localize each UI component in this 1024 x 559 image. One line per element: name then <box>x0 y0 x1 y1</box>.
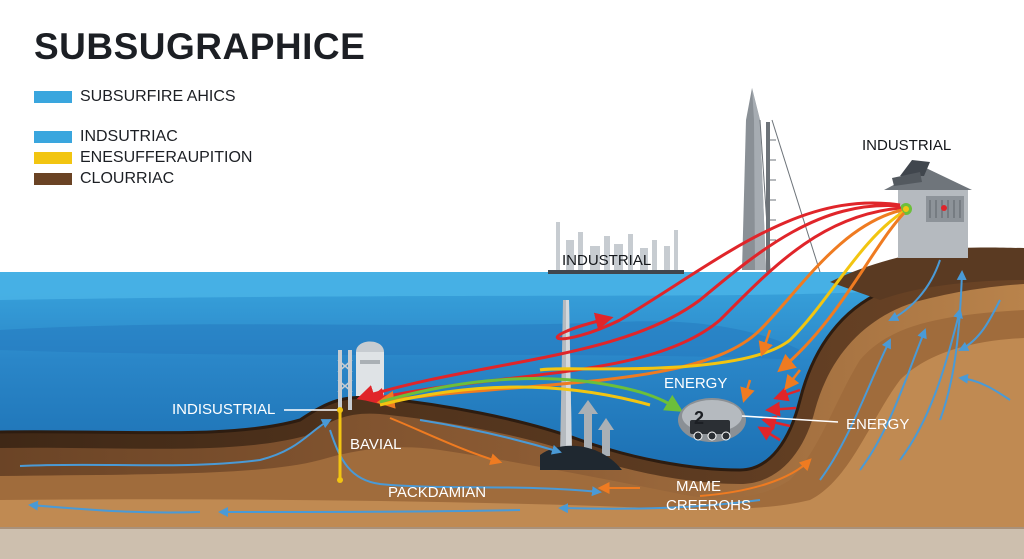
flow-line-yellow <box>539 210 904 372</box>
legend-swatch <box>34 91 72 103</box>
offshore-rig <box>337 341 384 410</box>
label-indisustrial: INDISUSTRIAL <box>172 401 276 418</box>
sea-mid-band <box>0 321 800 360</box>
label-bavial: BAVIAL <box>350 436 402 453</box>
legend-item: ENESUFFERAUPITION <box>34 149 252 167</box>
ground-strip <box>0 527 1024 559</box>
seabed-mid-layer <box>0 284 1024 527</box>
right-hill <box>830 247 1024 300</box>
label-industrial-center: INDUSTRIAL <box>562 252 652 269</box>
industrial-building <box>884 160 972 258</box>
seabed-light-layer <box>0 310 1024 527</box>
machine-arrows <box>740 329 801 442</box>
subsurface-circulation <box>19 259 1011 517</box>
seabed-outline <box>0 264 1024 472</box>
label-creerohs: CREEROHS <box>666 497 752 514</box>
flow-line-orange <box>777 211 906 373</box>
city-skyline <box>556 222 678 270</box>
legend-item: INDSUTRIAC <box>34 128 178 146</box>
subsurface-machine <box>678 398 746 442</box>
tower-ladder <box>766 139 776 241</box>
label-energy-right: ENERGY <box>846 416 910 433</box>
legend-label: CLOURRIAC <box>80 170 175 187</box>
legend-label: ENESUFFERAUPITION <box>80 149 253 166</box>
orange-return-flows <box>389 417 812 497</box>
legend-item: CLOURRIAC <box>34 170 174 188</box>
flow-line-red <box>356 204 901 403</box>
flow-line-orange <box>376 208 903 409</box>
legend-label: INDSUTRIAC <box>80 128 178 145</box>
flow-line-green <box>379 377 684 412</box>
legend-item: SUBSURFIRE AHICS <box>34 88 236 106</box>
legend-swatch <box>34 173 72 185</box>
tower-mast <box>766 122 770 272</box>
callout-leaders <box>284 409 839 423</box>
obelisk-shade <box>752 88 766 270</box>
label-energy-center: ENERGY <box>664 375 728 392</box>
rig-node <box>337 407 343 413</box>
machine-badge: 2 <box>694 408 704 428</box>
diagram-title: SUBSUGRAPHICE <box>34 26 366 67</box>
legend-swatch <box>34 131 72 143</box>
skyline-platform <box>548 270 684 274</box>
label-packdamian: PACKDAMIAN <box>388 484 487 501</box>
label-industrial-right: INDUSTRIAL <box>862 137 952 154</box>
outlet-glow-core <box>903 206 909 212</box>
seabed-towers <box>578 400 614 456</box>
sea-surface-band <box>0 272 900 300</box>
energy-flows <box>356 201 906 412</box>
flow-line-yellow <box>379 385 651 407</box>
label-mame: MAME <box>676 478 721 495</box>
rig-node <box>337 477 343 483</box>
legend-label: SUBSURFIRE AHICS <box>80 88 236 105</box>
legend-swatch <box>34 152 72 164</box>
flow-line-red <box>555 201 901 341</box>
seabed-bottom-layer <box>0 338 1024 527</box>
tower-cable <box>771 119 821 273</box>
